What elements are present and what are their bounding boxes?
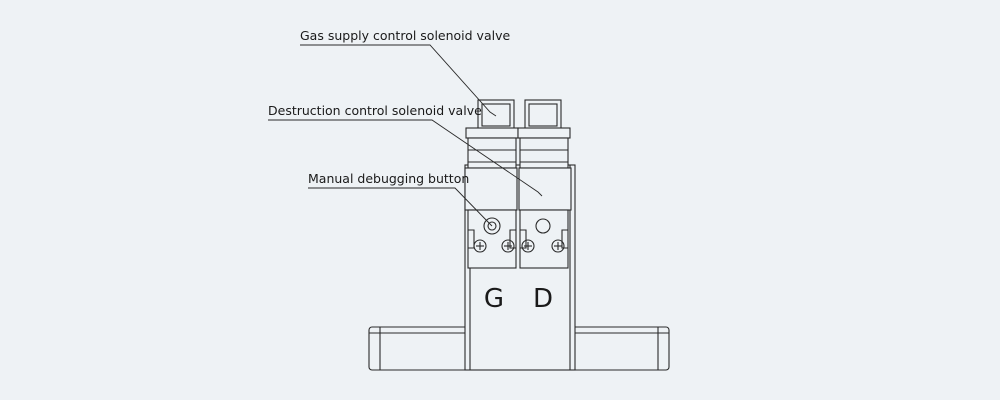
valve-letter-d: D xyxy=(533,284,553,314)
valve-letters: G D xyxy=(484,284,553,314)
label-destruction-valve: Destruction control solenoid valve xyxy=(268,103,482,118)
label-manual-debugging-button: Manual debugging button xyxy=(308,171,470,186)
destruction-valve xyxy=(517,99,572,269)
screw-heads xyxy=(473,239,565,253)
manual-button-right xyxy=(535,218,551,234)
label-gas-supply-valve: Gas supply control solenoid valve xyxy=(300,28,511,43)
leader-lines xyxy=(268,44,543,227)
manual-button-left xyxy=(483,217,501,235)
gas-supply-valve xyxy=(464,99,519,269)
valve-letter-g: G xyxy=(484,284,504,314)
